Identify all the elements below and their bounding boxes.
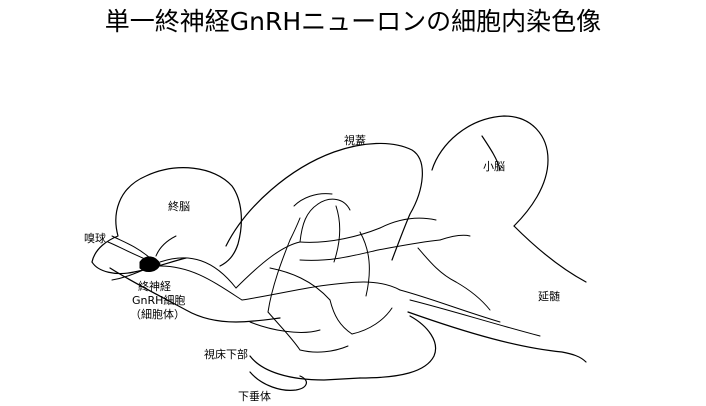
neuron-process <box>111 235 151 259</box>
neuron-process <box>377 239 441 251</box>
telencephalon-outline <box>91 167 242 267</box>
neuron-process <box>289 217 301 241</box>
neuron-process <box>417 247 457 283</box>
neuron-process <box>399 289 501 323</box>
label-pituitary: 下垂体 <box>238 389 271 403</box>
ventral-midbrain-outline <box>359 315 437 379</box>
medulla-upper-outline <box>513 225 587 283</box>
cerebellum-inner-fold <box>481 135 501 171</box>
neuron-process <box>249 321 321 333</box>
neuron-process <box>333 205 341 263</box>
label-tn-neuron-line3: （細胞体） <box>130 307 185 321</box>
label-cerebellum: 小脳 <box>483 160 505 173</box>
neuron-process <box>379 217 437 229</box>
neuron-process <box>235 241 301 289</box>
neuron-process <box>319 281 401 291</box>
neuron-process <box>159 257 237 289</box>
neuron-process <box>155 235 177 257</box>
neuron-process <box>299 203 319 243</box>
label-tn-neuron-line2: GnRH細胞 <box>132 294 185 307</box>
neuron-process <box>293 193 333 207</box>
medulla-outline <box>407 311 587 363</box>
label-medulla: 延髄 <box>538 289 560 303</box>
telencephalon-lower-outline <box>109 267 281 323</box>
olfactory-bulb-outline <box>91 257 187 275</box>
neuron-process <box>439 234 471 241</box>
neuron-soma <box>139 256 161 272</box>
neuron-process <box>111 267 149 281</box>
pituitary-outline <box>249 371 307 391</box>
label-hypothalamus: 視床下部 <box>204 347 248 361</box>
label-tn-neuron-line1: 終神経 <box>138 279 171 293</box>
neuron-process <box>317 198 351 211</box>
neuron-process <box>241 285 321 301</box>
neuron-process <box>269 267 331 301</box>
label-telencephalon: 終脳 <box>168 199 190 213</box>
label-olfactory-bulb: 嗅球 <box>84 231 106 245</box>
cerebellum-outline <box>431 115 549 227</box>
tectum-outline <box>225 142 423 261</box>
neuron-process <box>107 241 153 263</box>
label-tectum: 視蓋 <box>344 133 366 147</box>
neuron-process <box>329 299 353 335</box>
neuron-process <box>455 281 491 311</box>
slide-title: 単一終神経GnRHニューロンの細胞内染色像 <box>104 7 602 36</box>
neuron-process <box>159 265 243 301</box>
neuron-process <box>299 345 349 353</box>
neuron-process <box>267 239 291 313</box>
neuron-process <box>299 249 379 261</box>
neuron-process <box>299 227 381 243</box>
neuron-process <box>359 231 370 297</box>
neuron-process <box>351 307 393 335</box>
hypothalamus-outline <box>249 355 361 381</box>
neuron-process <box>409 299 541 337</box>
